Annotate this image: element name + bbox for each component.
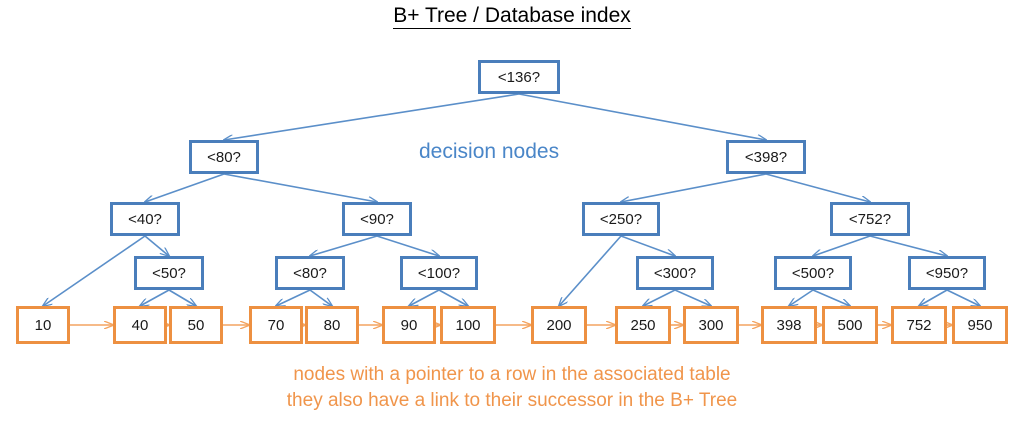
decision-node-n90[interactable]: <90? xyxy=(342,202,412,236)
leaf-node-label: 10 xyxy=(34,316,52,334)
decision-edge xyxy=(518,93,766,140)
leaf-node-label: 950 xyxy=(967,316,993,334)
leaf-caption-line-2: they also have a link to their successor… xyxy=(286,390,738,411)
decision-node-label: <500? xyxy=(791,264,835,282)
decision-edge xyxy=(438,289,468,306)
leaf-node-l250[interactable]: 250 xyxy=(615,306,671,344)
leaf-node-label: 250 xyxy=(630,316,656,334)
leaf-node-l70[interactable]: 70 xyxy=(249,306,303,344)
decision-node-n80b[interactable]: <80? xyxy=(275,256,345,290)
leaf-node-label: 398 xyxy=(776,316,802,334)
decision-nodes-label: decision nodes xyxy=(419,140,560,163)
decision-edge xyxy=(643,289,676,306)
leaf-node-l90[interactable]: 90 xyxy=(382,306,436,344)
decision-node-label: <50? xyxy=(152,264,186,282)
decision-edge xyxy=(674,289,711,306)
decision-edge xyxy=(309,289,332,306)
decision-edge xyxy=(144,235,169,256)
decision-edge xyxy=(946,289,980,306)
decision-edge xyxy=(409,289,440,306)
decision-node-n50[interactable]: <50? xyxy=(134,256,204,290)
leaf-node-label: 90 xyxy=(400,316,418,334)
leaf-node-label: 50 xyxy=(187,316,205,334)
decision-node-n250[interactable]: <250? xyxy=(582,202,660,236)
decision-node-label: <90? xyxy=(360,210,394,228)
leaf-node-label: 70 xyxy=(267,316,285,334)
decision-edge xyxy=(765,173,870,202)
decision-node-n300[interactable]: <300? xyxy=(636,256,714,290)
decision-node-label: <300? xyxy=(653,264,697,282)
decision-node-n100[interactable]: <100? xyxy=(400,256,478,290)
leaf-node-l752[interactable]: 752 xyxy=(891,306,947,344)
decision-node-label: <752? xyxy=(848,210,892,228)
decision-edge xyxy=(812,289,850,306)
decision-edge xyxy=(43,235,146,306)
leaf-node-l40[interactable]: 40 xyxy=(113,306,167,344)
leaf-node-label: 100 xyxy=(455,316,481,334)
leaf-caption-line-1: nodes with a pointer to a row in the ass… xyxy=(293,364,731,385)
decision-edge xyxy=(276,289,311,306)
decision-node-label: <80? xyxy=(293,264,327,282)
decision-edge xyxy=(620,235,675,256)
decision-node-n398[interactable]: <398? xyxy=(726,140,806,174)
leaf-node-l950[interactable]: 950 xyxy=(952,306,1008,344)
leaf-node-label: 80 xyxy=(323,316,341,334)
decision-edge xyxy=(310,235,378,256)
decision-edge xyxy=(869,235,947,256)
decision-edge xyxy=(621,173,767,202)
leaf-node-label: 500 xyxy=(837,316,863,334)
leaf-node-l398[interactable]: 398 xyxy=(761,306,817,344)
leaf-node-l500[interactable]: 500 xyxy=(822,306,878,344)
leaf-node-l50[interactable]: 50 xyxy=(169,306,223,344)
decision-edge xyxy=(168,289,196,306)
decision-node-n40[interactable]: <40? xyxy=(110,202,180,236)
leaf-node-l300[interactable]: 300 xyxy=(683,306,739,344)
leaf-node-l80[interactable]: 80 xyxy=(305,306,359,344)
decision-node-label: <40? xyxy=(128,210,162,228)
decision-node-label: <250? xyxy=(599,210,643,228)
leaf-node-l10[interactable]: 10 xyxy=(16,306,70,344)
decision-edge xyxy=(559,235,622,306)
decision-node-n80a[interactable]: <80? xyxy=(189,140,259,174)
decision-edge xyxy=(140,289,170,306)
decision-node-n950[interactable]: <950? xyxy=(908,256,986,290)
decision-edge xyxy=(919,289,948,306)
decision-edge xyxy=(376,235,439,256)
decision-node-label: <136? xyxy=(497,68,541,86)
leaf-node-l100[interactable]: 100 xyxy=(440,306,496,344)
decision-node-label: <100? xyxy=(417,264,461,282)
decision-edge xyxy=(223,173,377,202)
leaf-node-l200[interactable]: 200 xyxy=(531,306,587,344)
leaf-caption: nodes with a pointer to a row in the ass… xyxy=(0,362,1024,414)
decision-edge xyxy=(224,93,520,140)
decision-node-label: <950? xyxy=(925,264,969,282)
leaf-node-label: 200 xyxy=(546,316,572,334)
decision-edge xyxy=(789,289,814,306)
page-title-text: B+ Tree / Database index xyxy=(393,4,631,29)
decision-node-n500[interactable]: <500? xyxy=(774,256,852,290)
leaf-node-label: 40 xyxy=(131,316,149,334)
decision-edge xyxy=(145,173,225,202)
decision-edge xyxy=(813,235,871,256)
decision-node-label: <398? xyxy=(744,148,788,166)
decision-node-label: <80? xyxy=(207,148,241,166)
decision-node-n136[interactable]: <136? xyxy=(478,60,560,94)
decision-node-n752[interactable]: <752? xyxy=(830,202,910,236)
page-title: B+ Tree / Database index xyxy=(0,4,1024,29)
leaf-node-label: 752 xyxy=(906,316,932,334)
leaf-node-label: 300 xyxy=(698,316,724,334)
